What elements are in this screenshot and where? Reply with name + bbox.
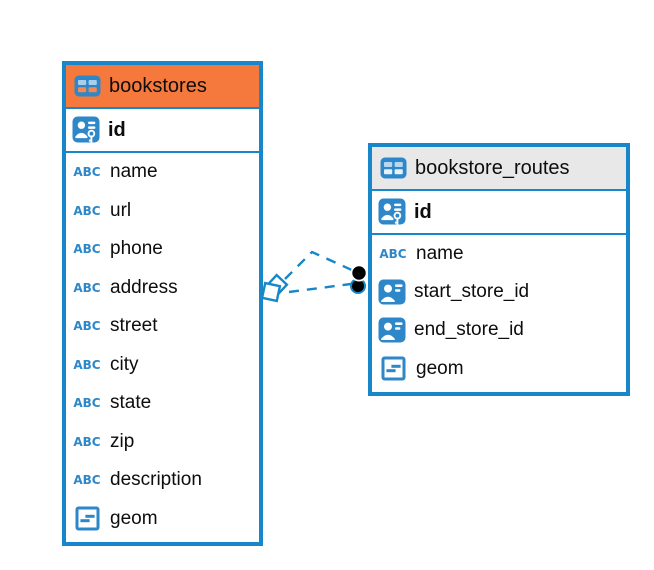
geometry-icon bbox=[378, 356, 408, 381]
table-title: bookstore_routes bbox=[415, 156, 570, 179]
text-type-icon: ABC bbox=[73, 242, 101, 257]
reference-person-icon bbox=[378, 317, 406, 343]
column-row-bookstores-state[interactable]: ABC state bbox=[66, 384, 259, 423]
column-label: city bbox=[110, 353, 139, 375]
one-end-dots-marker bbox=[350, 264, 368, 294]
entity-table-bookstores[interactable]: bookstores id ABC name bbox=[62, 61, 263, 546]
column-row-bookstores-description[interactable]: ABC description bbox=[66, 461, 259, 500]
relationship-line-top bbox=[284, 250, 355, 280]
text-type-icon: ABC bbox=[73, 280, 101, 295]
column-label: phone bbox=[110, 238, 163, 260]
table-title: bookstores bbox=[109, 74, 207, 97]
entity-table-bookstore-routes[interactable]: bookstore_routes id ABC name bbox=[368, 143, 630, 396]
column-label: zip bbox=[110, 430, 135, 452]
table-header-bookstore-routes[interactable]: bookstore_routes bbox=[372, 147, 626, 191]
many-end-squares-marker bbox=[260, 273, 289, 303]
column-label: geom bbox=[416, 357, 464, 379]
table-header-bookstores[interactable]: bookstores bbox=[66, 65, 259, 109]
text-type-icon: ABC bbox=[73, 165, 101, 180]
table-icon bbox=[74, 75, 101, 97]
primary-key-icon bbox=[72, 116, 100, 145]
column-label: id bbox=[414, 200, 432, 223]
geometry-icon bbox=[72, 506, 102, 531]
column-label: id bbox=[108, 118, 126, 141]
column-label: end_store_id bbox=[414, 319, 524, 341]
column-row-routes-name[interactable]: ABC name bbox=[372, 235, 626, 273]
column-list: ABC name ABC url ABC phone ABC address A… bbox=[66, 153, 259, 538]
text-type-icon: ABC bbox=[73, 319, 101, 334]
column-row-bookstores-zip[interactable]: ABC zip bbox=[66, 423, 259, 462]
column-row-bookstores-id[interactable]: id bbox=[66, 109, 259, 153]
column-label: name bbox=[110, 161, 158, 183]
column-label: address bbox=[110, 276, 178, 298]
text-type-icon: ABC bbox=[73, 396, 101, 411]
column-row-routes-id[interactable]: id bbox=[372, 191, 626, 235]
column-label: street bbox=[110, 315, 158, 337]
reference-person-icon bbox=[378, 279, 406, 305]
text-type-icon: ABC bbox=[73, 203, 101, 218]
column-label: name bbox=[416, 243, 464, 265]
text-type-icon: ABC bbox=[73, 357, 101, 372]
table-icon bbox=[380, 157, 407, 179]
column-row-bookstores-geom[interactable]: geom bbox=[66, 500, 259, 539]
column-label: start_store_id bbox=[414, 281, 530, 303]
column-row-bookstores-phone[interactable]: ABC phone bbox=[66, 230, 259, 269]
column-list: ABC name start_store_id bbox=[372, 235, 626, 388]
column-row-routes-start-store-id[interactable]: start_store_id bbox=[372, 273, 626, 311]
column-label: url bbox=[110, 199, 132, 221]
text-type-icon: ABC bbox=[73, 434, 101, 449]
column-label: description bbox=[110, 469, 202, 491]
relationship-connector[interactable] bbox=[260, 250, 368, 303]
column-row-bookstores-street[interactable]: ABC street bbox=[66, 307, 259, 346]
primary-key-icon bbox=[378, 198, 406, 227]
relationship-line-bottom bbox=[288, 282, 352, 294]
column-label: geom bbox=[110, 507, 158, 529]
column-row-routes-geom[interactable]: geom bbox=[372, 350, 626, 388]
column-row-bookstores-address[interactable]: ABC address bbox=[66, 269, 259, 308]
text-type-icon: ABC bbox=[73, 473, 101, 488]
text-type-icon: ABC bbox=[379, 247, 407, 262]
column-row-bookstores-city[interactable]: ABC city bbox=[66, 346, 259, 385]
column-row-routes-end-store-id[interactable]: end_store_id bbox=[372, 311, 626, 349]
column-label: state bbox=[110, 392, 152, 414]
column-row-bookstores-url[interactable]: ABC url bbox=[66, 192, 259, 231]
column-row-bookstores-name[interactable]: ABC name bbox=[66, 153, 259, 192]
